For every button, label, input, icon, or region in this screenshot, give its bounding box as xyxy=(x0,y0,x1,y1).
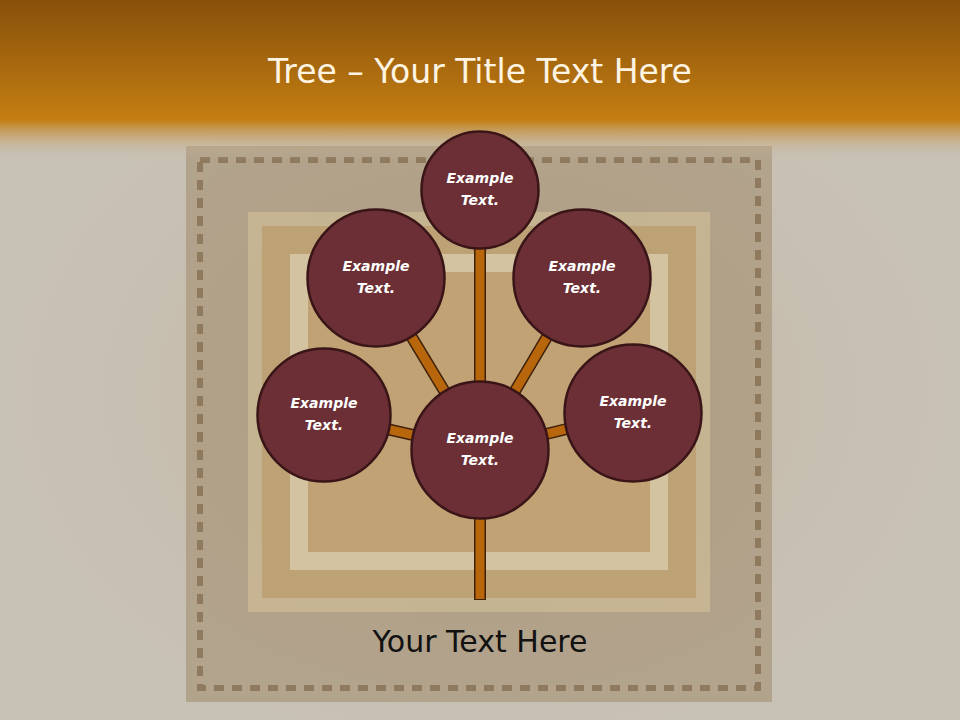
circle-shape xyxy=(410,380,550,520)
tree-branch xyxy=(546,429,567,434)
circle-shape xyxy=(420,130,540,250)
node-label: Example Text. xyxy=(441,168,519,211)
node-label: Example Text. xyxy=(543,256,621,299)
tree-circle: Example Text. xyxy=(306,208,446,348)
tree-branch xyxy=(480,248,481,382)
tree-circle: Example Text. xyxy=(512,208,652,348)
tree-branch xyxy=(411,336,445,392)
tree-branch xyxy=(515,336,548,391)
slide-caption: Your Text Here xyxy=(0,624,960,659)
node-label: Example Text. xyxy=(337,256,415,299)
circle-shape xyxy=(306,208,446,348)
tree-circle: Example Text. xyxy=(563,343,703,483)
tree-branch xyxy=(388,429,413,435)
node-label: Example Text. xyxy=(594,391,672,434)
node-label: Example Text. xyxy=(441,428,519,471)
circle-shape xyxy=(563,343,703,483)
node-label: Example Text. xyxy=(285,393,363,436)
circle-shape xyxy=(256,347,392,483)
slide-title: Tree – Your Title Text Here xyxy=(0,52,960,91)
tree-circle: Example Text. xyxy=(256,347,392,483)
circle-shape xyxy=(512,208,652,348)
tree-circle: Example Text. xyxy=(410,380,550,520)
tree-circle: Example Text. xyxy=(420,130,540,250)
